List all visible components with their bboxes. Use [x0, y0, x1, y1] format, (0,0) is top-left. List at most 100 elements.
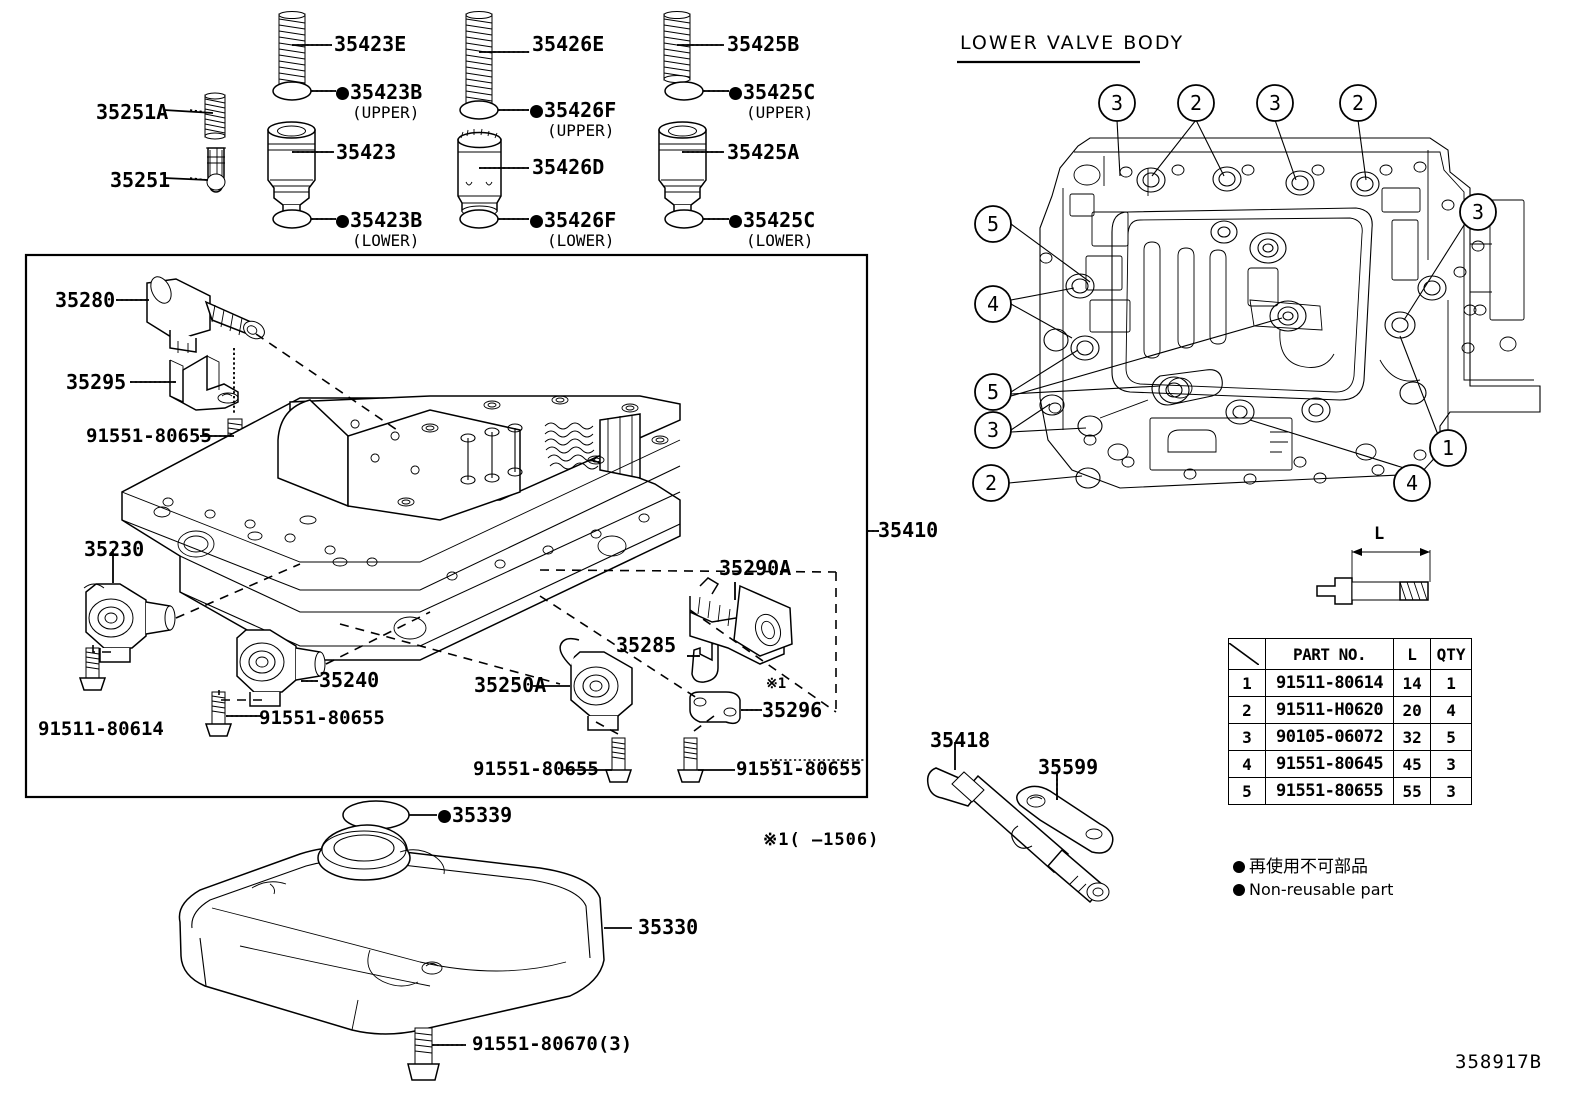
- th-length: L: [1393, 638, 1432, 670]
- part-35425a-body: [658, 121, 707, 217]
- section-title: LOWER VALVE BODY: [960, 32, 1185, 54]
- label-35426e: 35426E: [532, 32, 605, 56]
- td-index: 4: [1228, 750, 1266, 778]
- label-35426f-lower: 35426F: [530, 208, 616, 232]
- td-index: 2: [1228, 696, 1266, 724]
- td-qty: 3: [1430, 777, 1473, 805]
- label-35296: 35296: [762, 698, 823, 722]
- label-35290a: 35290A: [719, 556, 792, 580]
- part-35425c-upper-oring: [664, 81, 704, 101]
- bolt-91551-80655-low: [604, 737, 633, 783]
- label-35426f-upper: 35426F: [530, 98, 616, 122]
- td-length: 32: [1393, 723, 1432, 751]
- label-35423b-lower: 35423B: [336, 208, 422, 232]
- label-35426f-upper-pos: (UPPER): [547, 121, 615, 140]
- part-35296-plate: [689, 691, 741, 725]
- td-qty: 3: [1430, 750, 1473, 778]
- label-35425c-upper-pos: (UPPER): [746, 103, 814, 122]
- label-bracket-bolt: 91551-80655: [86, 425, 212, 447]
- td-length: 45: [1393, 750, 1432, 778]
- part-35425b-spring: [663, 11, 691, 83]
- non-reusable-dot-icon: [438, 810, 451, 823]
- label-35423b-upper: 35423B: [336, 80, 422, 104]
- bolt-91551-80655-mid: [204, 691, 233, 737]
- part-35418-tube: [926, 767, 1110, 904]
- label-35230: 35230: [84, 537, 145, 561]
- label-35423: 35423: [336, 140, 397, 164]
- table-header-row: PART NO. L QTY: [1228, 638, 1473, 670]
- label-35423b-upper-pos: (UPPER): [352, 103, 420, 122]
- part-35280-solenoid: [146, 276, 265, 353]
- assembly-box-frame: [24, 253, 869, 799]
- non-reusable-dot-icon: [530, 105, 543, 118]
- td-part-no: 90105-06072: [1264, 723, 1395, 751]
- part-35339-oring: [342, 800, 410, 830]
- label-35426d: 35426D: [532, 155, 605, 179]
- label-bolt-length-L: L: [1374, 524, 1385, 544]
- label-35296-bolt: 91551-80655: [736, 758, 862, 780]
- part-35330-oil-pan: [178, 824, 605, 1035]
- label-35240: 35240: [319, 668, 380, 692]
- diagonal-slash-icon: [1229, 643, 1259, 665]
- part-35251a-spring: [204, 92, 226, 140]
- part-35423-body: [267, 121, 316, 217]
- part-35230-solenoid: [83, 583, 176, 663]
- label-35230-bolt: 91511-80614: [38, 718, 164, 740]
- non-reusable-dot-icon: [1233, 861, 1245, 873]
- label-35426f-lower-pos: (LOWER): [547, 231, 615, 250]
- label-35251a: 35251A: [96, 100, 169, 124]
- label-35425a: 35425A: [727, 140, 800, 164]
- td-index: 1: [1228, 669, 1266, 697]
- legend-non-reusable-en: Non-reusable part: [1233, 880, 1393, 899]
- part-35423b-lower-oring: [272, 209, 312, 229]
- td-qty: 4: [1430, 696, 1473, 724]
- th-part-no: PART NO.: [1264, 638, 1395, 670]
- leader-dotted-assembly: [116, 299, 879, 717]
- part-35285-clip: [691, 640, 719, 683]
- label-35410: 35410: [878, 518, 939, 542]
- label-35240-bolt: 91551-80655: [259, 707, 385, 729]
- td-index: 3: [1228, 723, 1266, 751]
- td-qty: 5: [1430, 723, 1473, 751]
- td-qty: 1: [1430, 669, 1473, 697]
- label-35339: 35339: [438, 803, 512, 827]
- bolt-91551-80655-plate: [676, 737, 705, 783]
- part-35426f-lower-oring: [459, 209, 499, 229]
- part-35423e-spring: [278, 11, 306, 93]
- bolt-dimension-diagram: [1316, 548, 1431, 605]
- part-35426e-spring: [465, 11, 493, 113]
- legend-non-reusable-jp: 再使用不可部品: [1233, 852, 1368, 877]
- label-35330: 35330: [638, 915, 699, 939]
- non-reusable-dot-icon: [1233, 884, 1245, 896]
- th-index: [1228, 638, 1266, 670]
- part-35290a-sensor: [689, 577, 793, 665]
- label-35296-note-mark: ※1: [766, 676, 787, 692]
- non-reusable-dot-icon: [530, 215, 543, 228]
- part-35423b-upper-oring: [272, 81, 312, 101]
- part-35425c-lower-oring: [664, 209, 704, 229]
- td-length: 20: [1393, 696, 1432, 724]
- td-length: 14: [1393, 669, 1432, 697]
- label-35425c-lower: 35425C: [729, 208, 815, 232]
- label-35285: 35285: [616, 633, 677, 657]
- label-35251: 35251: [110, 168, 171, 192]
- part-35250a-solenoid: [559, 637, 633, 731]
- part-35426f-upper-oring: [459, 100, 499, 120]
- label-pan-bolt: 91551-80670(3): [472, 1033, 633, 1055]
- bolt-91551-80670: [407, 1027, 440, 1081]
- non-reusable-dot-icon: [729, 215, 742, 228]
- td-part-no: 91511-80614: [1264, 669, 1395, 697]
- callout-leaders: [1008, 119, 1467, 484]
- label-35425b: 35425B: [727, 32, 800, 56]
- label-35425c-upper: 35425C: [729, 80, 815, 104]
- assembly-dashed-lines: [175, 333, 837, 713]
- label-35295: 35295: [66, 370, 127, 394]
- diagram-code: 358917B: [1455, 1051, 1543, 1073]
- part-35251-valve: [206, 147, 226, 193]
- part-35410-valve-body: [121, 395, 681, 661]
- lower-valve-body-drawing: [1039, 137, 1541, 489]
